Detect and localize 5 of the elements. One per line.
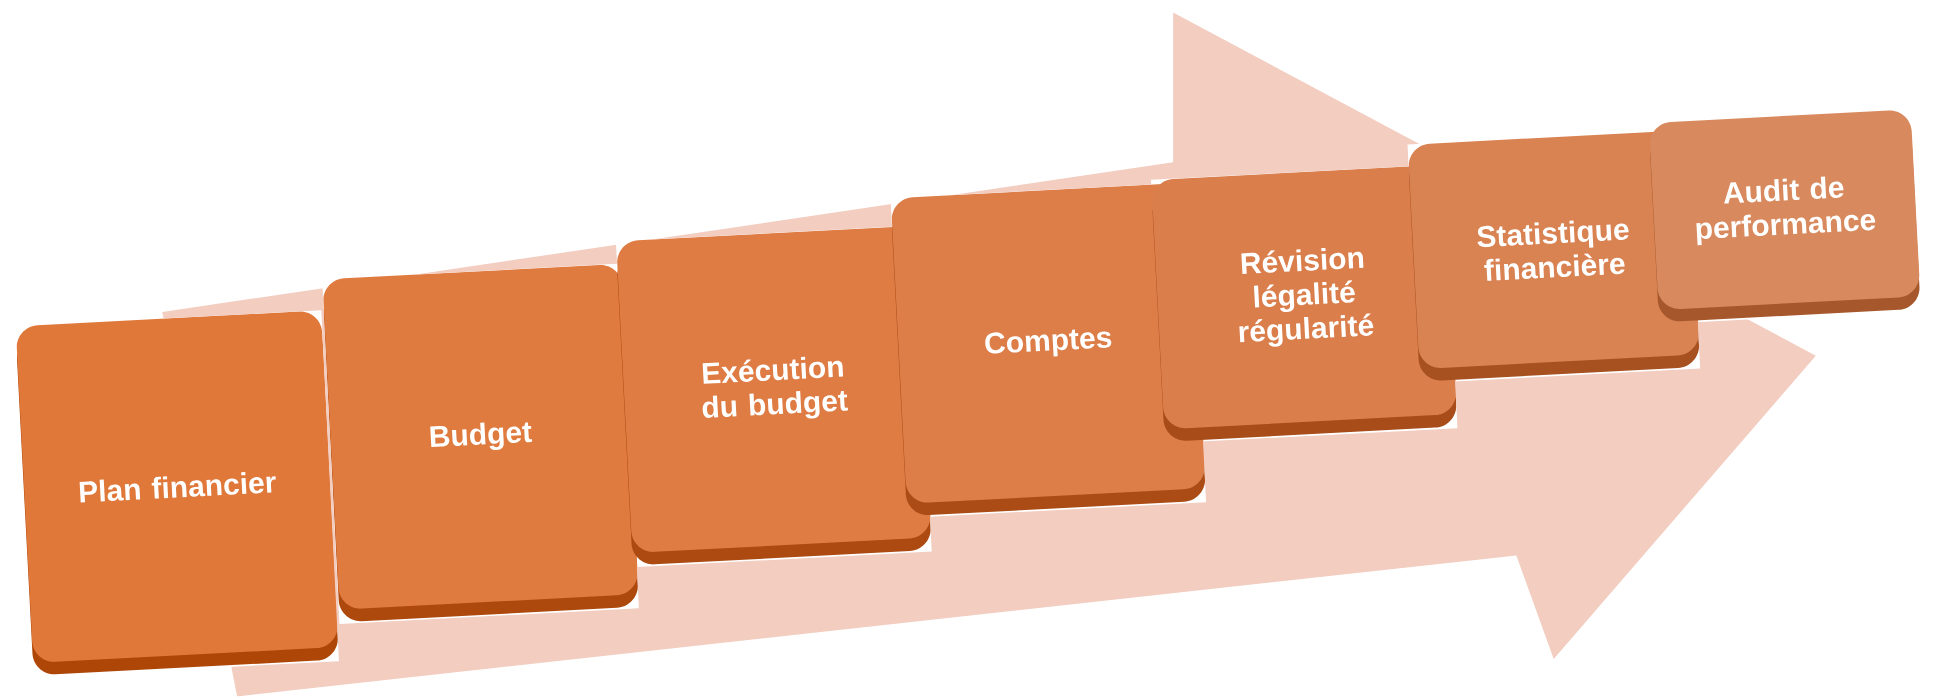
node-label: Révision légalité régularité (1239, 247, 1374, 347)
process-box: Budget (323, 265, 638, 622)
block-arrow (162, 12, 1816, 697)
process-box: Audit de performance (1650, 110, 1920, 322)
process-box: Plan financier (16, 311, 338, 675)
